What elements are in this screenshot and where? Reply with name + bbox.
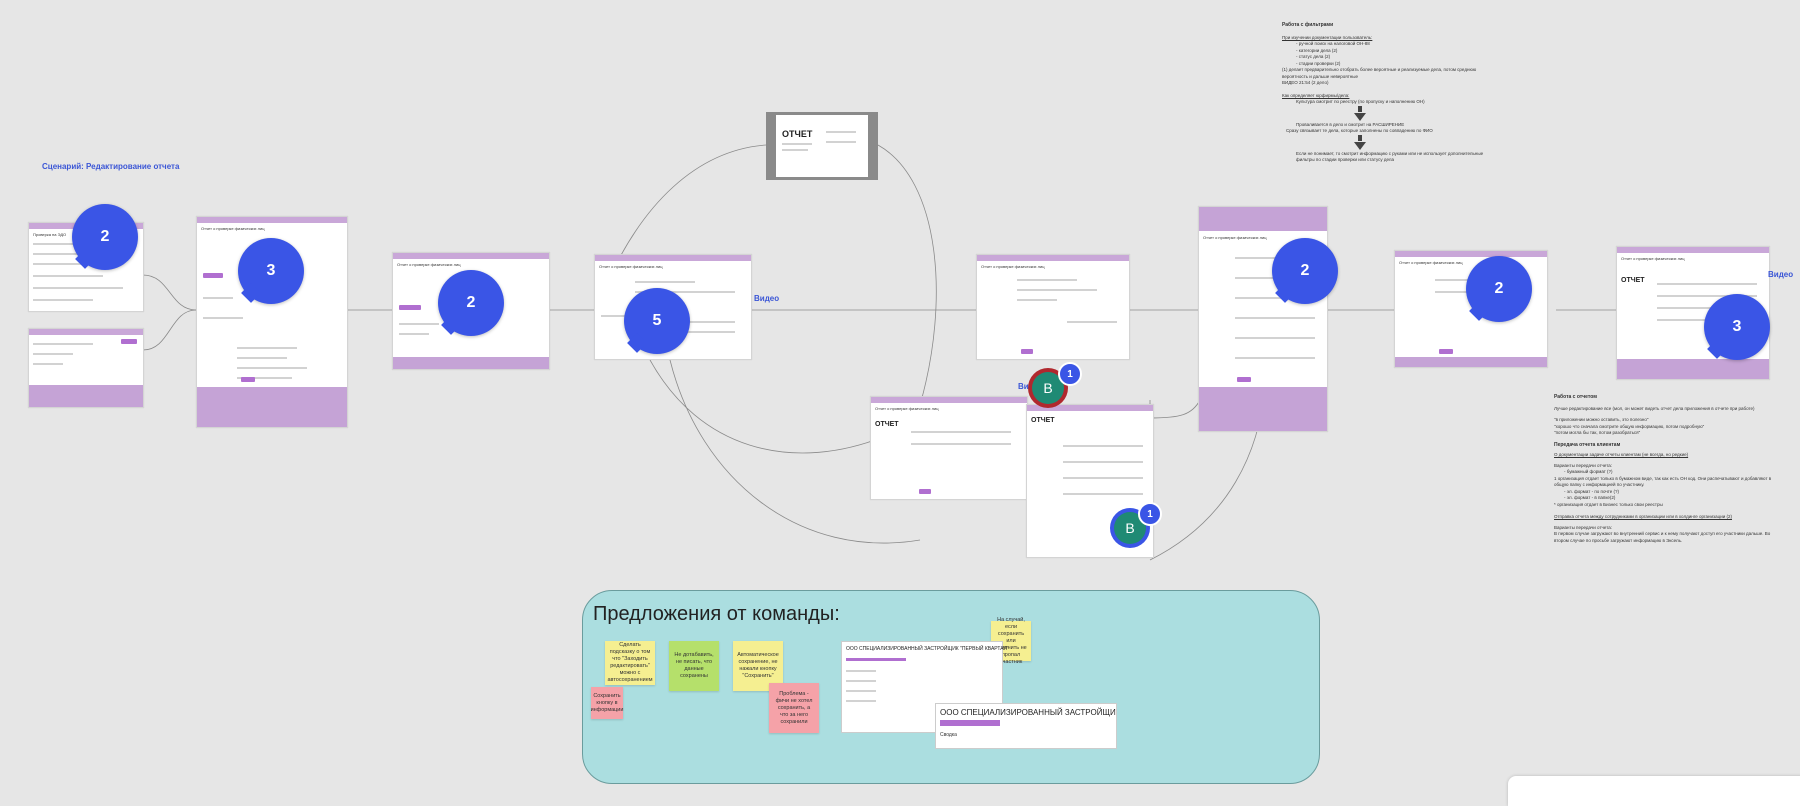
comment-count-bubble[interactable]: 2	[1466, 256, 1532, 322]
comment-count-bubble[interactable]: 5	[624, 288, 690, 354]
screen-thumbnail[interactable]: Отчет о проверке физических лиц ОТЧЕТ	[870, 396, 1028, 500]
mock-tab: Сводка	[940, 732, 957, 738]
screen-title: Отчет о проверке физических лиц	[599, 264, 663, 269]
minimap-panel[interactable]	[1508, 776, 1800, 806]
sticky-note[interactable]: Сделать подсказку о том что "Заходить ре…	[605, 641, 655, 685]
screen-thumbnail[interactable]: Отчет о проверке физических лиц	[976, 254, 1130, 360]
comment-count-bubble[interactable]: 2	[1272, 238, 1338, 304]
screen-title: Отчет о проверке физических лиц	[1621, 256, 1685, 261]
screen-thumbnail[interactable]: Отчет о проверке физических лиц	[392, 252, 550, 370]
sticky-note[interactable]: Сохранить кнопку в информации	[591, 687, 623, 719]
sticky-note[interactable]: Не дотабавить, не писать, что данные сох…	[669, 641, 719, 691]
research-notes-report: Работа с отчетом Лучше редактирование вс…	[1554, 394, 1772, 543]
report-label: ОТЧЕТ	[875, 421, 899, 428]
comment-count-bubble[interactable]: 2	[72, 204, 138, 270]
screen-title: Отчет о проверке физических лиц	[1399, 260, 1463, 265]
notification-badge: 1	[1058, 362, 1082, 386]
comment-count-bubble[interactable]: 3	[238, 238, 304, 304]
screen-title: Отчет о проверке физических лиц	[1203, 235, 1267, 240]
comment-count-bubble[interactable]: 2	[438, 270, 504, 336]
screen-title: Отчет о проверке физических лиц	[875, 406, 939, 411]
notification-badge: 1	[1138, 502, 1162, 526]
comment-count-bubble[interactable]: 3	[1704, 294, 1770, 360]
report-label: ОТЧЕТ	[1031, 417, 1055, 424]
screen-title: Отчет о проверке физических лиц	[981, 264, 1045, 269]
user-avatar[interactable]: B	[1110, 508, 1150, 548]
sticky-note[interactable]: Проблема - фичи не хотел сохранить, а чт…	[769, 683, 819, 733]
scenario-title: Сценарий: Редактирование отчета	[42, 162, 180, 171]
sticky-note[interactable]: Автоматическое сохранение, не нажали кно…	[733, 641, 783, 691]
screen-title: Отчет о проверке физических лиц	[397, 262, 461, 267]
proposals-title: Предложения от команды:	[593, 603, 840, 625]
report-preview-title: ОТЧЕТ	[782, 129, 813, 139]
video-link[interactable]: Ви	[1018, 382, 1029, 391]
research-notes-filters: Работа с фильтрами При изучении документ…	[1282, 22, 1484, 162]
mock-screenshot[interactable]: ООО СПЕЦИАЛИЗИРОВАННЫЙ ЗАСТРОЙЩИ Сводка	[935, 703, 1117, 749]
report-preview[interactable]: ОТЧЕТ	[766, 112, 878, 180]
screen-title: Проверка на ЭДО	[33, 232, 67, 237]
screen-title: Отчет о проверке физических лиц	[201, 226, 265, 231]
video-link[interactable]: Видео	[1768, 270, 1794, 279]
video-link[interactable]: Видео	[754, 294, 780, 303]
team-proposals-section[interactable]: Предложения от команды: Сделать подсказк…	[582, 590, 1320, 784]
screen-thumbnail[interactable]	[28, 328, 144, 408]
report-label: ОТЧЕТ	[1621, 277, 1645, 284]
